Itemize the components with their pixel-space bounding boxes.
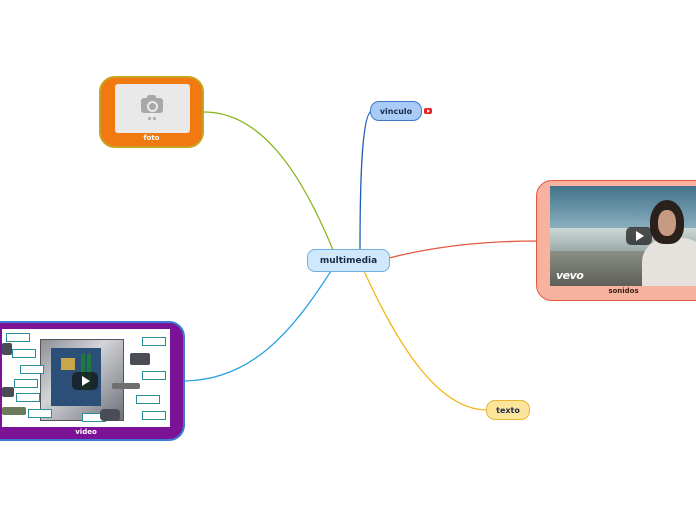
diagram-label (142, 371, 166, 380)
topic-vinculo[interactable]: vinculo (370, 101, 422, 121)
topic-label: sonidos (608, 287, 639, 295)
youtube-link-icon[interactable] (424, 108, 432, 114)
diagram-label (6, 333, 30, 342)
component-icon (130, 353, 150, 365)
diagram-label (14, 379, 38, 388)
play-icon[interactable] (72, 372, 98, 390)
pager-dots (148, 117, 156, 120)
topic-video[interactable]: video (0, 321, 185, 441)
diagram-label (20, 365, 44, 374)
topic-sonidos[interactable]: vevo sonidos (536, 180, 696, 301)
topic-label: video (75, 428, 97, 436)
diagram-label (12, 349, 36, 358)
diagram-label (142, 411, 166, 420)
diagram-label (136, 395, 160, 404)
component-icon (2, 407, 26, 415)
video-thumbnail[interactable]: vevo (550, 186, 696, 286)
connector-sonidos (388, 240, 538, 259)
topic-foto[interactable]: foto (99, 76, 204, 148)
central-topic[interactable]: multimedia (307, 249, 390, 272)
component-icon (2, 343, 12, 355)
component-icon (100, 409, 120, 421)
connector-vinculo (359, 110, 373, 251)
connector-video (183, 270, 332, 382)
topic-texto[interactable]: texto (486, 400, 530, 420)
topic-label: foto (143, 134, 160, 142)
connector-texto (363, 270, 488, 411)
play-icon[interactable] (626, 227, 652, 245)
connector-foto (203, 111, 334, 251)
camera-icon (141, 95, 163, 113)
video-thumbnail[interactable] (2, 329, 170, 427)
thumbnail-person (642, 200, 696, 286)
vevo-logo: vevo (556, 269, 584, 282)
component-icon (112, 383, 140, 389)
component-icon (2, 387, 14, 397)
diagram-label (28, 409, 52, 418)
diagram-label (142, 337, 166, 346)
diagram-label (16, 393, 40, 402)
image-placeholder[interactable] (115, 84, 190, 133)
